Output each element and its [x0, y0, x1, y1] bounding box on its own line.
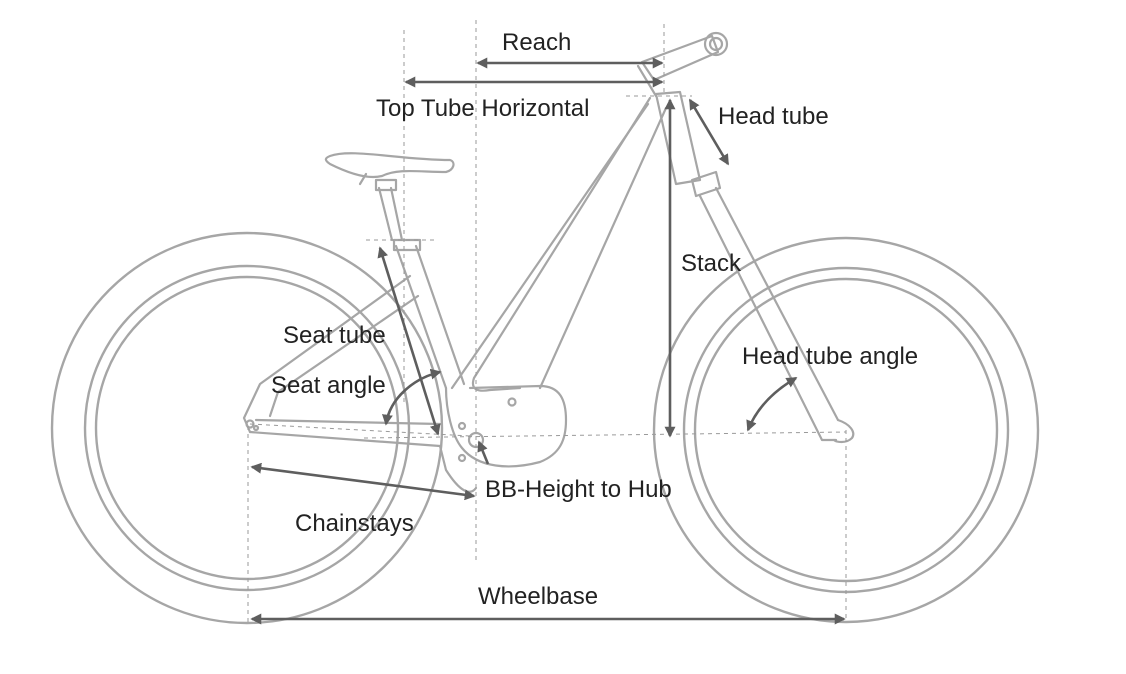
chainstays-label: Chainstays [295, 510, 414, 537]
labels: Reach Top Tube Horizontal Head tube Stac… [271, 29, 918, 610]
wheelbase-label: Wheelbase [478, 583, 598, 610]
reach-label: Reach [502, 29, 571, 56]
head-tube-angle-arrow [746, 376, 798, 432]
head-tube-angle-label: Head tube angle [742, 343, 918, 370]
chainstays-arrow [250, 462, 476, 501]
seat-tube-label: Seat tube [283, 322, 386, 349]
head-tube-arrow [688, 98, 730, 166]
bb-height-arrow [477, 440, 490, 465]
bb-height-to-hub-label: BB-Height to Hub [485, 476, 672, 503]
rear-wheel [50, 231, 444, 625]
top-tube-horizontal-label: Top Tube Horizontal [376, 95, 589, 122]
stack-label: Stack [681, 250, 742, 277]
dimension-arrows [250, 57, 846, 625]
guide-lines [247, 20, 847, 622]
seat-angle-label: Seat angle [271, 372, 386, 399]
head-tube-label: Head tube [718, 103, 829, 130]
seat-angle-arrow [382, 368, 442, 426]
